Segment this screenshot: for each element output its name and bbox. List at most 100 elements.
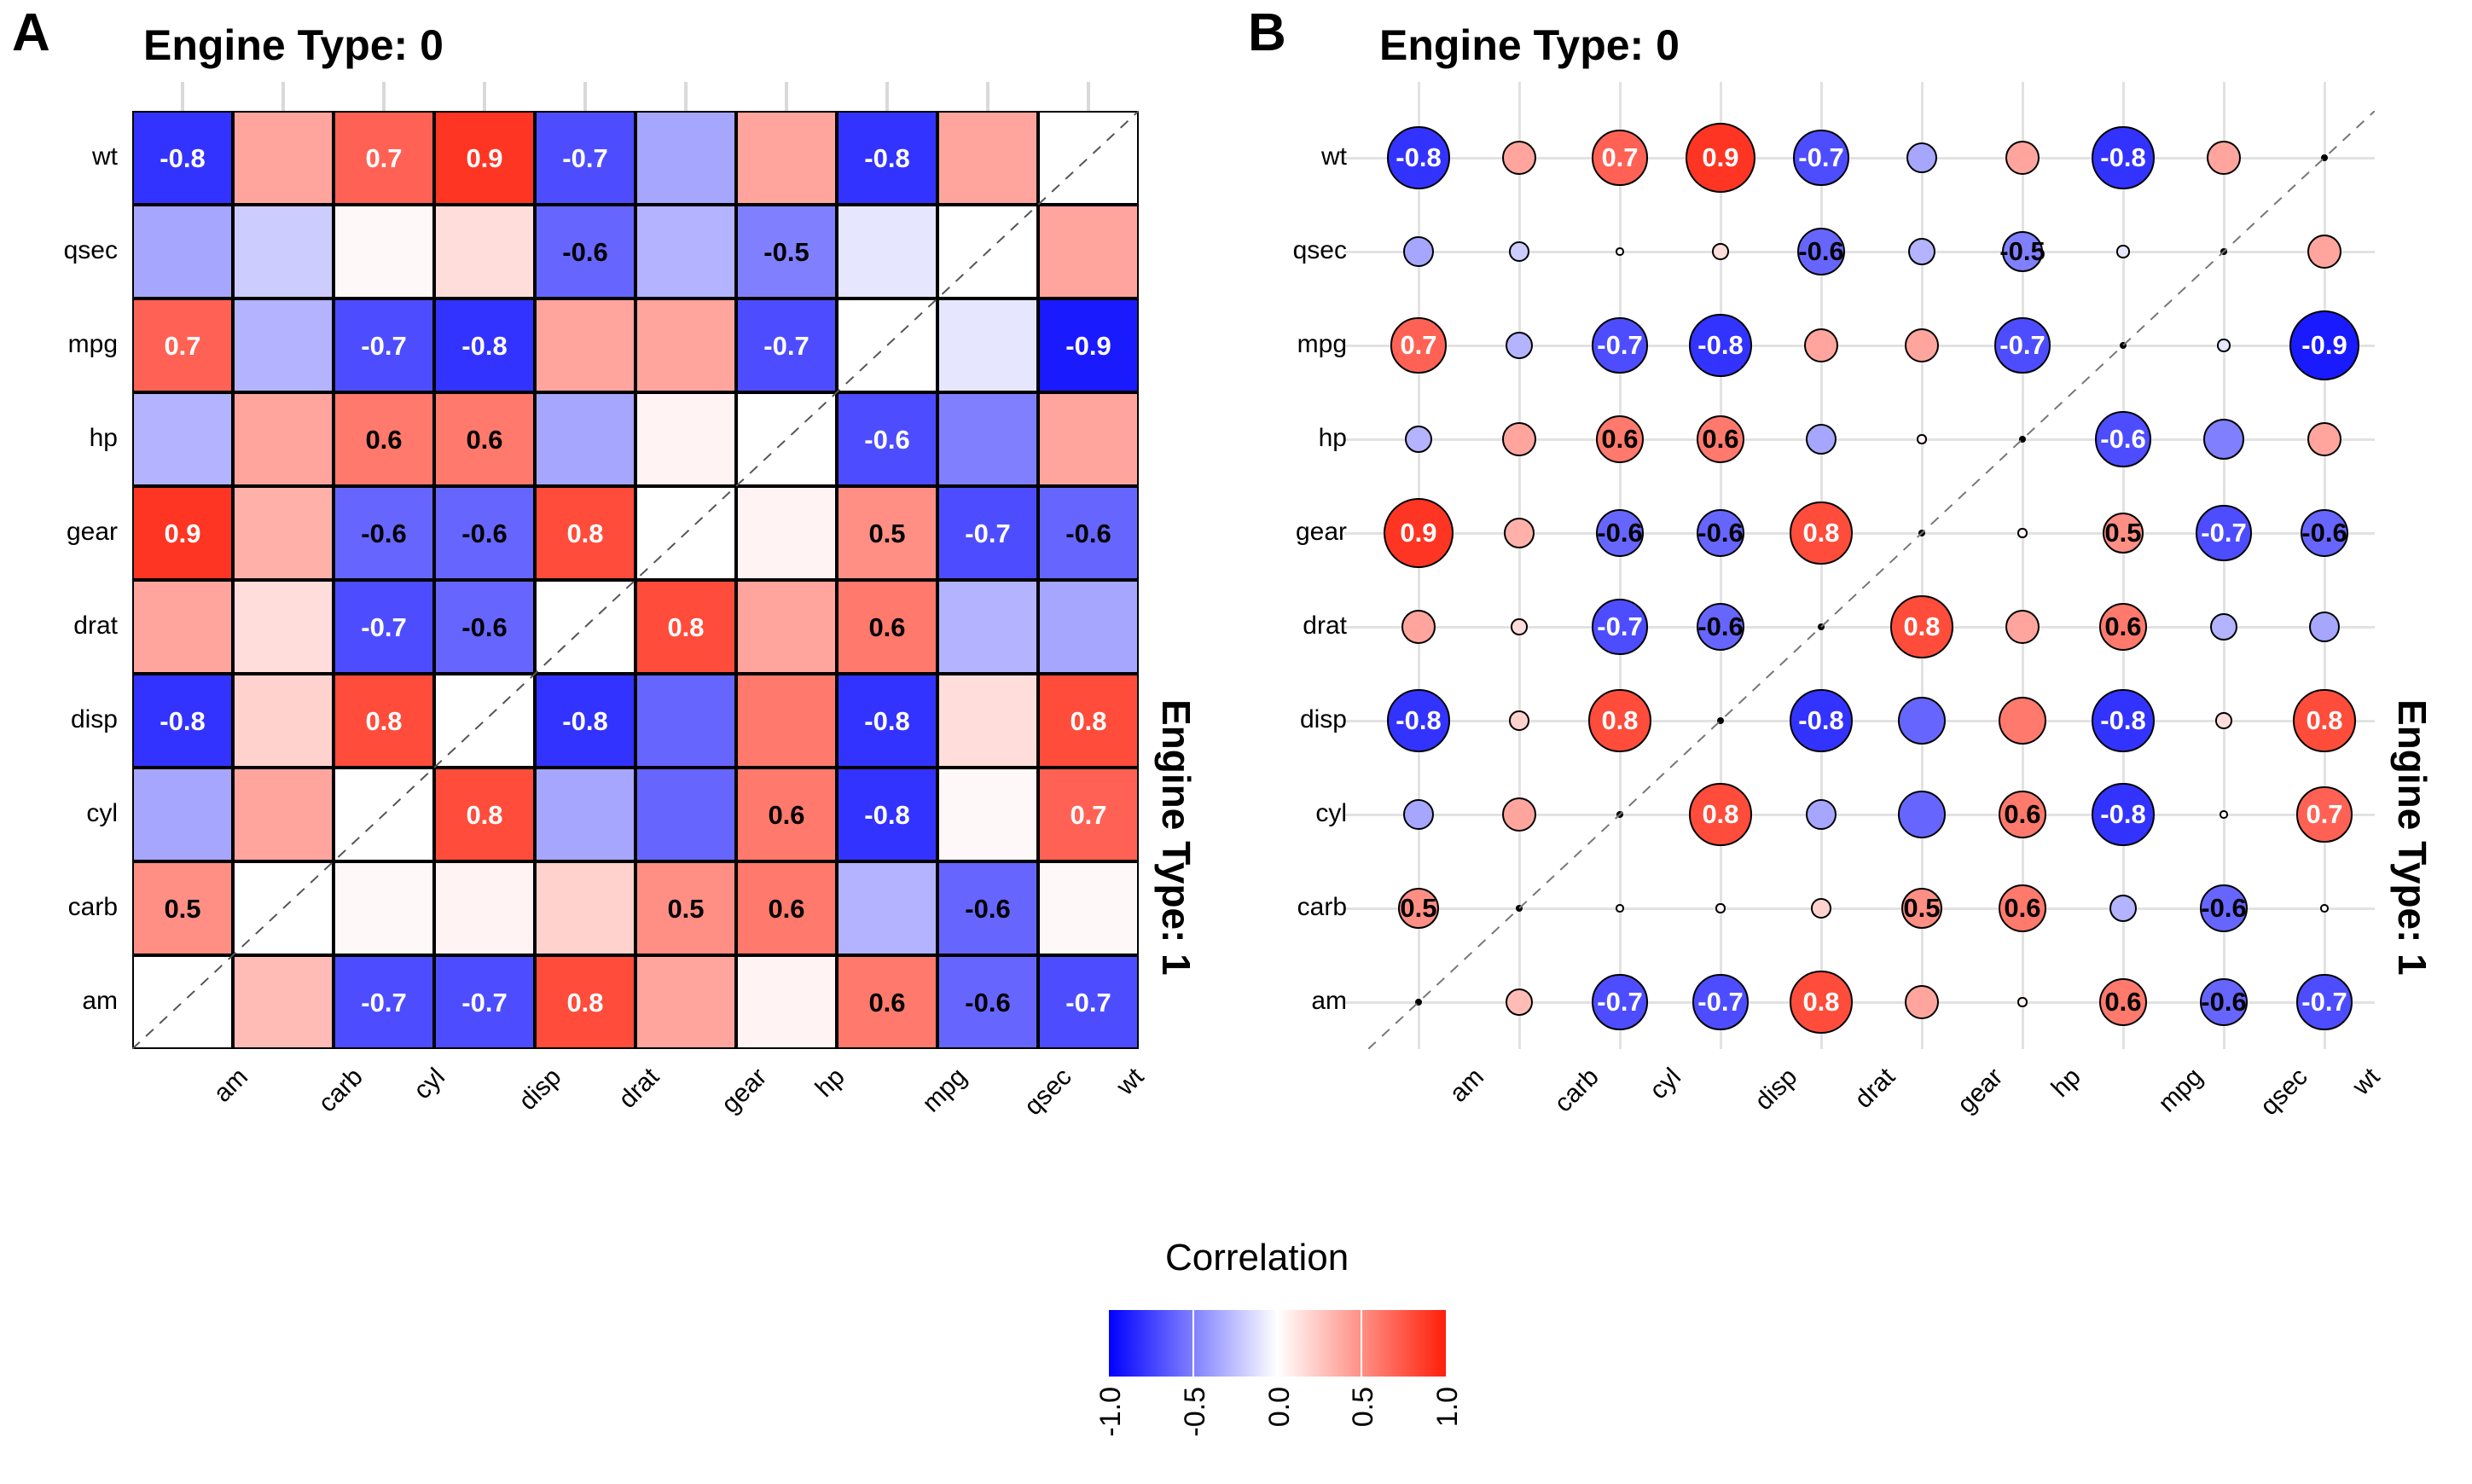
bubble-marker[interactable] [1805,423,1837,455]
bubble-marker[interactable] [1805,798,1837,831]
bubble-marker[interactable]: 0.7 [1592,130,1648,186]
bubble-marker[interactable] [1811,898,1831,919]
bubble-marker[interactable]: 0.9 [1384,498,1454,568]
bubble-marker[interactable] [2215,712,2232,729]
bubble-marker[interactable] [1401,609,1436,645]
heatmap-cell[interactable] [635,299,736,392]
heatmap-cell[interactable] [937,299,1038,392]
bubble-marker[interactable]: -0.8 [2092,126,2155,189]
heatmap-cell[interactable]: 0.9 [132,486,233,580]
bubble-marker[interactable] [1405,426,1432,453]
heatmap-cell[interactable]: -0.7 [434,955,535,1049]
bubble-marker[interactable] [2005,140,2040,176]
heatmap-cell[interactable]: 0.6 [736,861,837,955]
bubble-marker[interactable]: -0.7 [1793,130,1849,186]
heatmap-cell[interactable]: 0.8 [334,674,434,768]
heatmap-cell[interactable] [937,580,1038,674]
heatmap-cell[interactable] [132,392,233,486]
heatmap-cell[interactable]: 0.7 [132,299,233,392]
bubble-marker[interactable]: 0.8 [1790,501,1853,565]
bubble-marker[interactable]: -0.7 [1692,974,1749,1030]
heatmap-cell[interactable] [434,674,535,768]
bubble-marker[interactable]: 0.6 [1998,884,2047,933]
heatmap-cell[interactable] [736,486,837,580]
bubble-marker[interactable] [1715,903,1726,913]
bubble-marker[interactable] [2017,528,2028,538]
heatmap-cell[interactable] [635,955,736,1049]
bubble-marker[interactable] [2307,421,2342,457]
heatmap-cell[interactable]: -0.6 [837,392,937,486]
bubble-marker[interactable]: 0.6 [2098,602,2148,652]
heatmap-cell[interactable] [334,768,434,861]
heatmap-cell[interactable]: 0.8 [434,768,535,861]
bubble-marker[interactable] [2220,810,2228,819]
bubble-marker[interactable] [2202,418,2245,461]
bubble-marker[interactable]: 0.6 [1696,414,1745,464]
heatmap-cell[interactable]: -0.6 [937,861,1038,955]
heatmap-cell[interactable]: -0.6 [535,205,635,299]
bubble-marker[interactable] [1501,797,1537,832]
bubble-marker[interactable] [1904,984,1940,1020]
bubble-marker[interactable]: -0.8 [2092,689,2155,752]
heatmap-cell[interactable]: -0.8 [837,674,937,768]
heatmap-cell[interactable] [434,205,535,299]
bubble-marker[interactable] [1908,238,1935,265]
bubble-marker[interactable] [1906,142,1938,174]
heatmap-cell[interactable]: 0.8 [1038,674,1139,768]
bubble-marker[interactable]: 0.7 [2296,786,2353,843]
bubble-marker[interactable] [1506,332,1533,359]
bubble-marker[interactable]: -0.5 [1999,230,2045,273]
heatmap-cell[interactable]: 0.8 [635,580,736,674]
heatmap-cell[interactable] [233,580,334,674]
bubble-marker[interactable] [1506,988,1533,1016]
heatmap-cell[interactable]: -0.6 [937,955,1038,1049]
bubble-marker[interactable] [2116,245,2130,258]
bubble-marker[interactable] [1897,696,1947,745]
heatmap-cell[interactable] [233,674,334,768]
bubble-marker[interactable]: 0.7 [1390,317,1447,374]
bubble-marker[interactable]: 0.5 [2102,512,2144,554]
heatmap-cell[interactable] [937,111,1038,205]
bubble-marker[interactable] [1712,243,1729,260]
bubble-marker[interactable] [2217,339,2231,352]
heatmap-cell[interactable] [1038,861,1139,955]
heatmap-cell[interactable]: -0.5 [736,205,837,299]
bubble-marker[interactable]: 0.8 [1890,595,1953,658]
heatmap-cell[interactable]: -0.9 [1038,299,1139,392]
heatmap-cell[interactable]: -0.7 [334,299,434,392]
heatmap-cell[interactable] [937,205,1038,299]
heatmap-cell[interactable] [1038,392,1139,486]
heatmap-cell[interactable]: 0.8 [535,955,635,1049]
heatmap-cell[interactable] [1038,111,1139,205]
bubble-marker[interactable] [1616,904,1624,913]
bubble-marker[interactable]: -0.6 [1595,508,1645,558]
bubble-marker[interactable]: 0.8 [1588,689,1651,752]
heatmap-cell[interactable]: 0.9 [434,111,535,205]
heatmap-cell[interactable]: -0.6 [434,486,535,580]
heatmap-cell[interactable] [937,674,1038,768]
heatmap-cell[interactable]: 0.5 [635,861,736,955]
heatmap-cell[interactable] [635,486,736,580]
bubble-marker[interactable]: -0.7 [1994,317,2051,374]
bubble-marker[interactable] [2206,140,2242,176]
heatmap-cell[interactable] [635,392,736,486]
heatmap-cell[interactable]: -0.7 [937,486,1038,580]
heatmap-cell[interactable] [132,205,233,299]
heatmap-cell[interactable]: -0.7 [1038,955,1139,1049]
heatmap-cell[interactable] [233,861,334,955]
bubble-marker[interactable]: 0.6 [2098,977,2148,1027]
bubble-marker[interactable] [1917,434,1927,444]
heatmap-cell[interactable] [837,861,937,955]
heatmap-cell[interactable]: 0.7 [1038,768,1139,861]
bubble-marker[interactable] [2017,997,2028,1007]
bubble-marker[interactable]: 0.6 [1595,414,1645,464]
heatmap-cell[interactable]: -0.8 [132,674,233,768]
heatmap-cell[interactable]: 0.6 [837,580,937,674]
heatmap-cell[interactable] [132,768,233,861]
heatmap-cell[interactable] [334,861,434,955]
heatmap-cell[interactable] [736,674,837,768]
bubble-marker[interactable] [1509,710,1529,731]
heatmap-cell[interactable]: -0.8 [434,299,535,392]
bubble-marker[interactable]: -0.8 [2092,783,2155,846]
bubble-marker[interactable]: -0.7 [1592,974,1648,1030]
